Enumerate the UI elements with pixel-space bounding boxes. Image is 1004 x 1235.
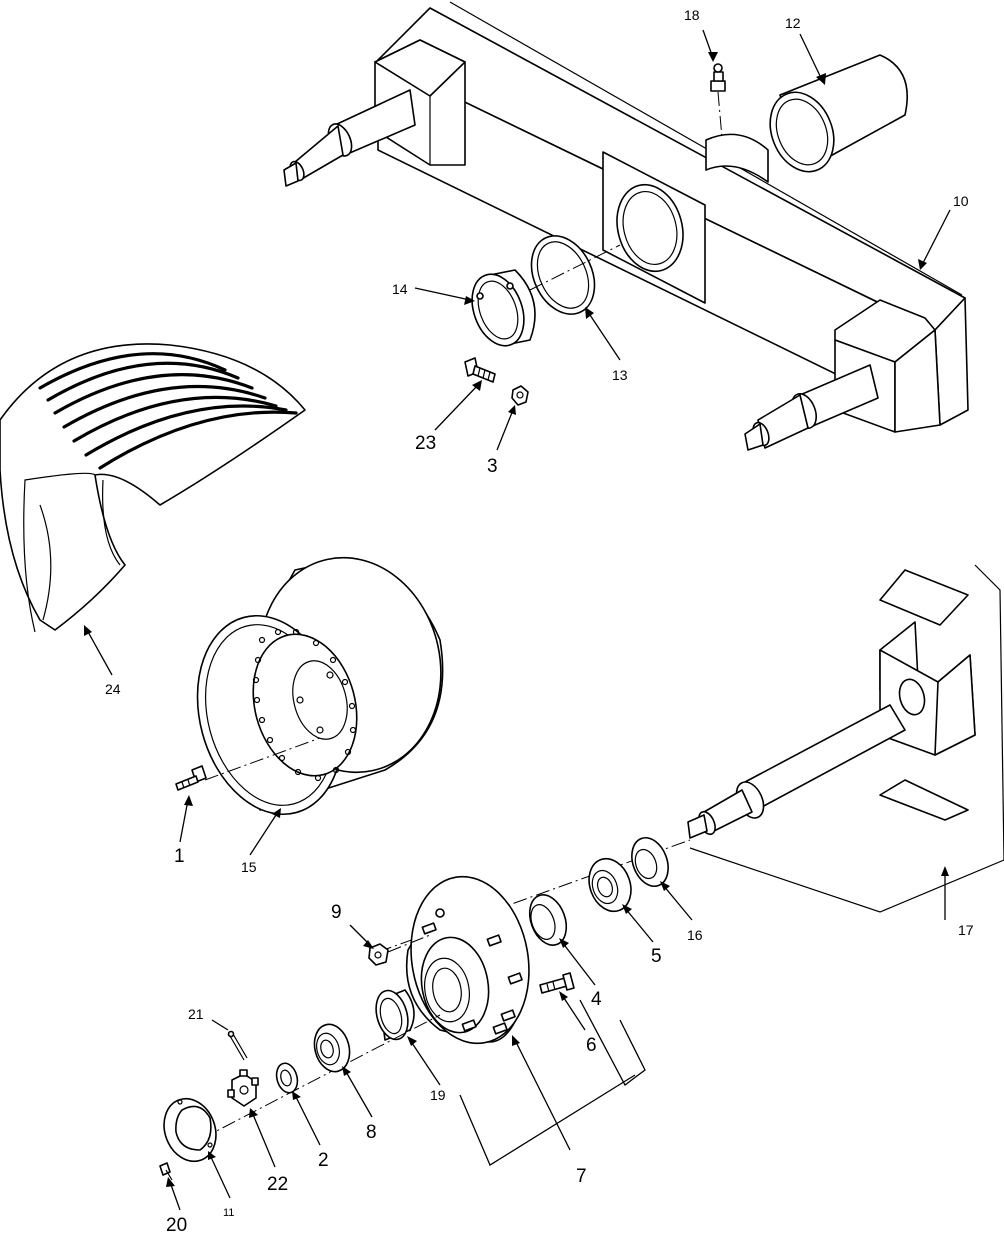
callout-16: 16 <box>687 927 703 943</box>
leader-lines <box>84 29 951 1211</box>
left-spindle <box>283 89 416 187</box>
callout-24: 24 <box>105 681 121 697</box>
callout-6: 6 <box>586 1035 597 1056</box>
cap-screw <box>159 1162 173 1181</box>
bearing-cone-16 <box>631 836 669 888</box>
wheel-bolt <box>175 765 207 791</box>
tire <box>0 343 306 633</box>
callout-23: 23 <box>415 433 436 454</box>
hub-cap <box>163 1097 217 1163</box>
hex-nut <box>511 385 529 406</box>
callout-11: 11 <box>223 1207 234 1219</box>
group-bracket-4 <box>579 999 646 1086</box>
bearing-cup-19 <box>375 989 415 1041</box>
pivot-spacer <box>471 269 536 347</box>
pivot-shim <box>530 235 596 315</box>
callout-8: 8 <box>366 1122 377 1143</box>
grease-fitting <box>710 63 726 139</box>
hub-stud <box>539 972 575 994</box>
callout-9: 9 <box>331 902 342 923</box>
pivot-tube <box>769 54 909 173</box>
cotter-pin <box>227 1030 248 1061</box>
callout-12: 12 <box>785 15 801 31</box>
callout-22: 22 <box>267 1174 288 1195</box>
right-spindle <box>744 364 879 451</box>
callout-3: 3 <box>487 456 498 477</box>
callout-19: 19 <box>430 1087 446 1103</box>
callout-20: 20 <box>166 1215 187 1235</box>
callout-15: 15 <box>241 859 257 875</box>
callout-21: 21 <box>188 1006 204 1022</box>
group-bracket-7 <box>459 1074 636 1166</box>
callout-5: 5 <box>651 946 662 967</box>
callout-2: 2 <box>318 1150 329 1171</box>
callout-1: 1 <box>174 846 185 867</box>
bearing-cone-8 <box>313 1023 351 1073</box>
bearing-cone-5 <box>588 857 632 913</box>
callout-7: 7 <box>576 1166 587 1187</box>
lug-nut <box>368 943 389 966</box>
callout-10: 10 <box>953 193 969 209</box>
callout-14: 14 <box>392 281 408 297</box>
axle-beam <box>283 1 969 451</box>
callout-4: 4 <box>591 989 602 1010</box>
bearing-cup-4 <box>528 894 568 946</box>
callout-18: 18 <box>684 7 700 23</box>
callout-13: 13 <box>612 367 628 383</box>
castle-nut <box>227 1069 259 1107</box>
stub-axle-assembly <box>687 564 1004 913</box>
washer <box>275 1062 299 1094</box>
callout-labels: 18 12 10 14 13 23 3 24 1 15 9 16 17 5 4 … <box>105 7 974 1235</box>
rim-bolt-holes <box>252 628 357 782</box>
callout-17: 17 <box>958 922 974 938</box>
hub-studs <box>421 922 523 1035</box>
bolt <box>464 357 496 383</box>
wheel-rim <box>196 556 444 816</box>
hub <box>405 875 530 1045</box>
